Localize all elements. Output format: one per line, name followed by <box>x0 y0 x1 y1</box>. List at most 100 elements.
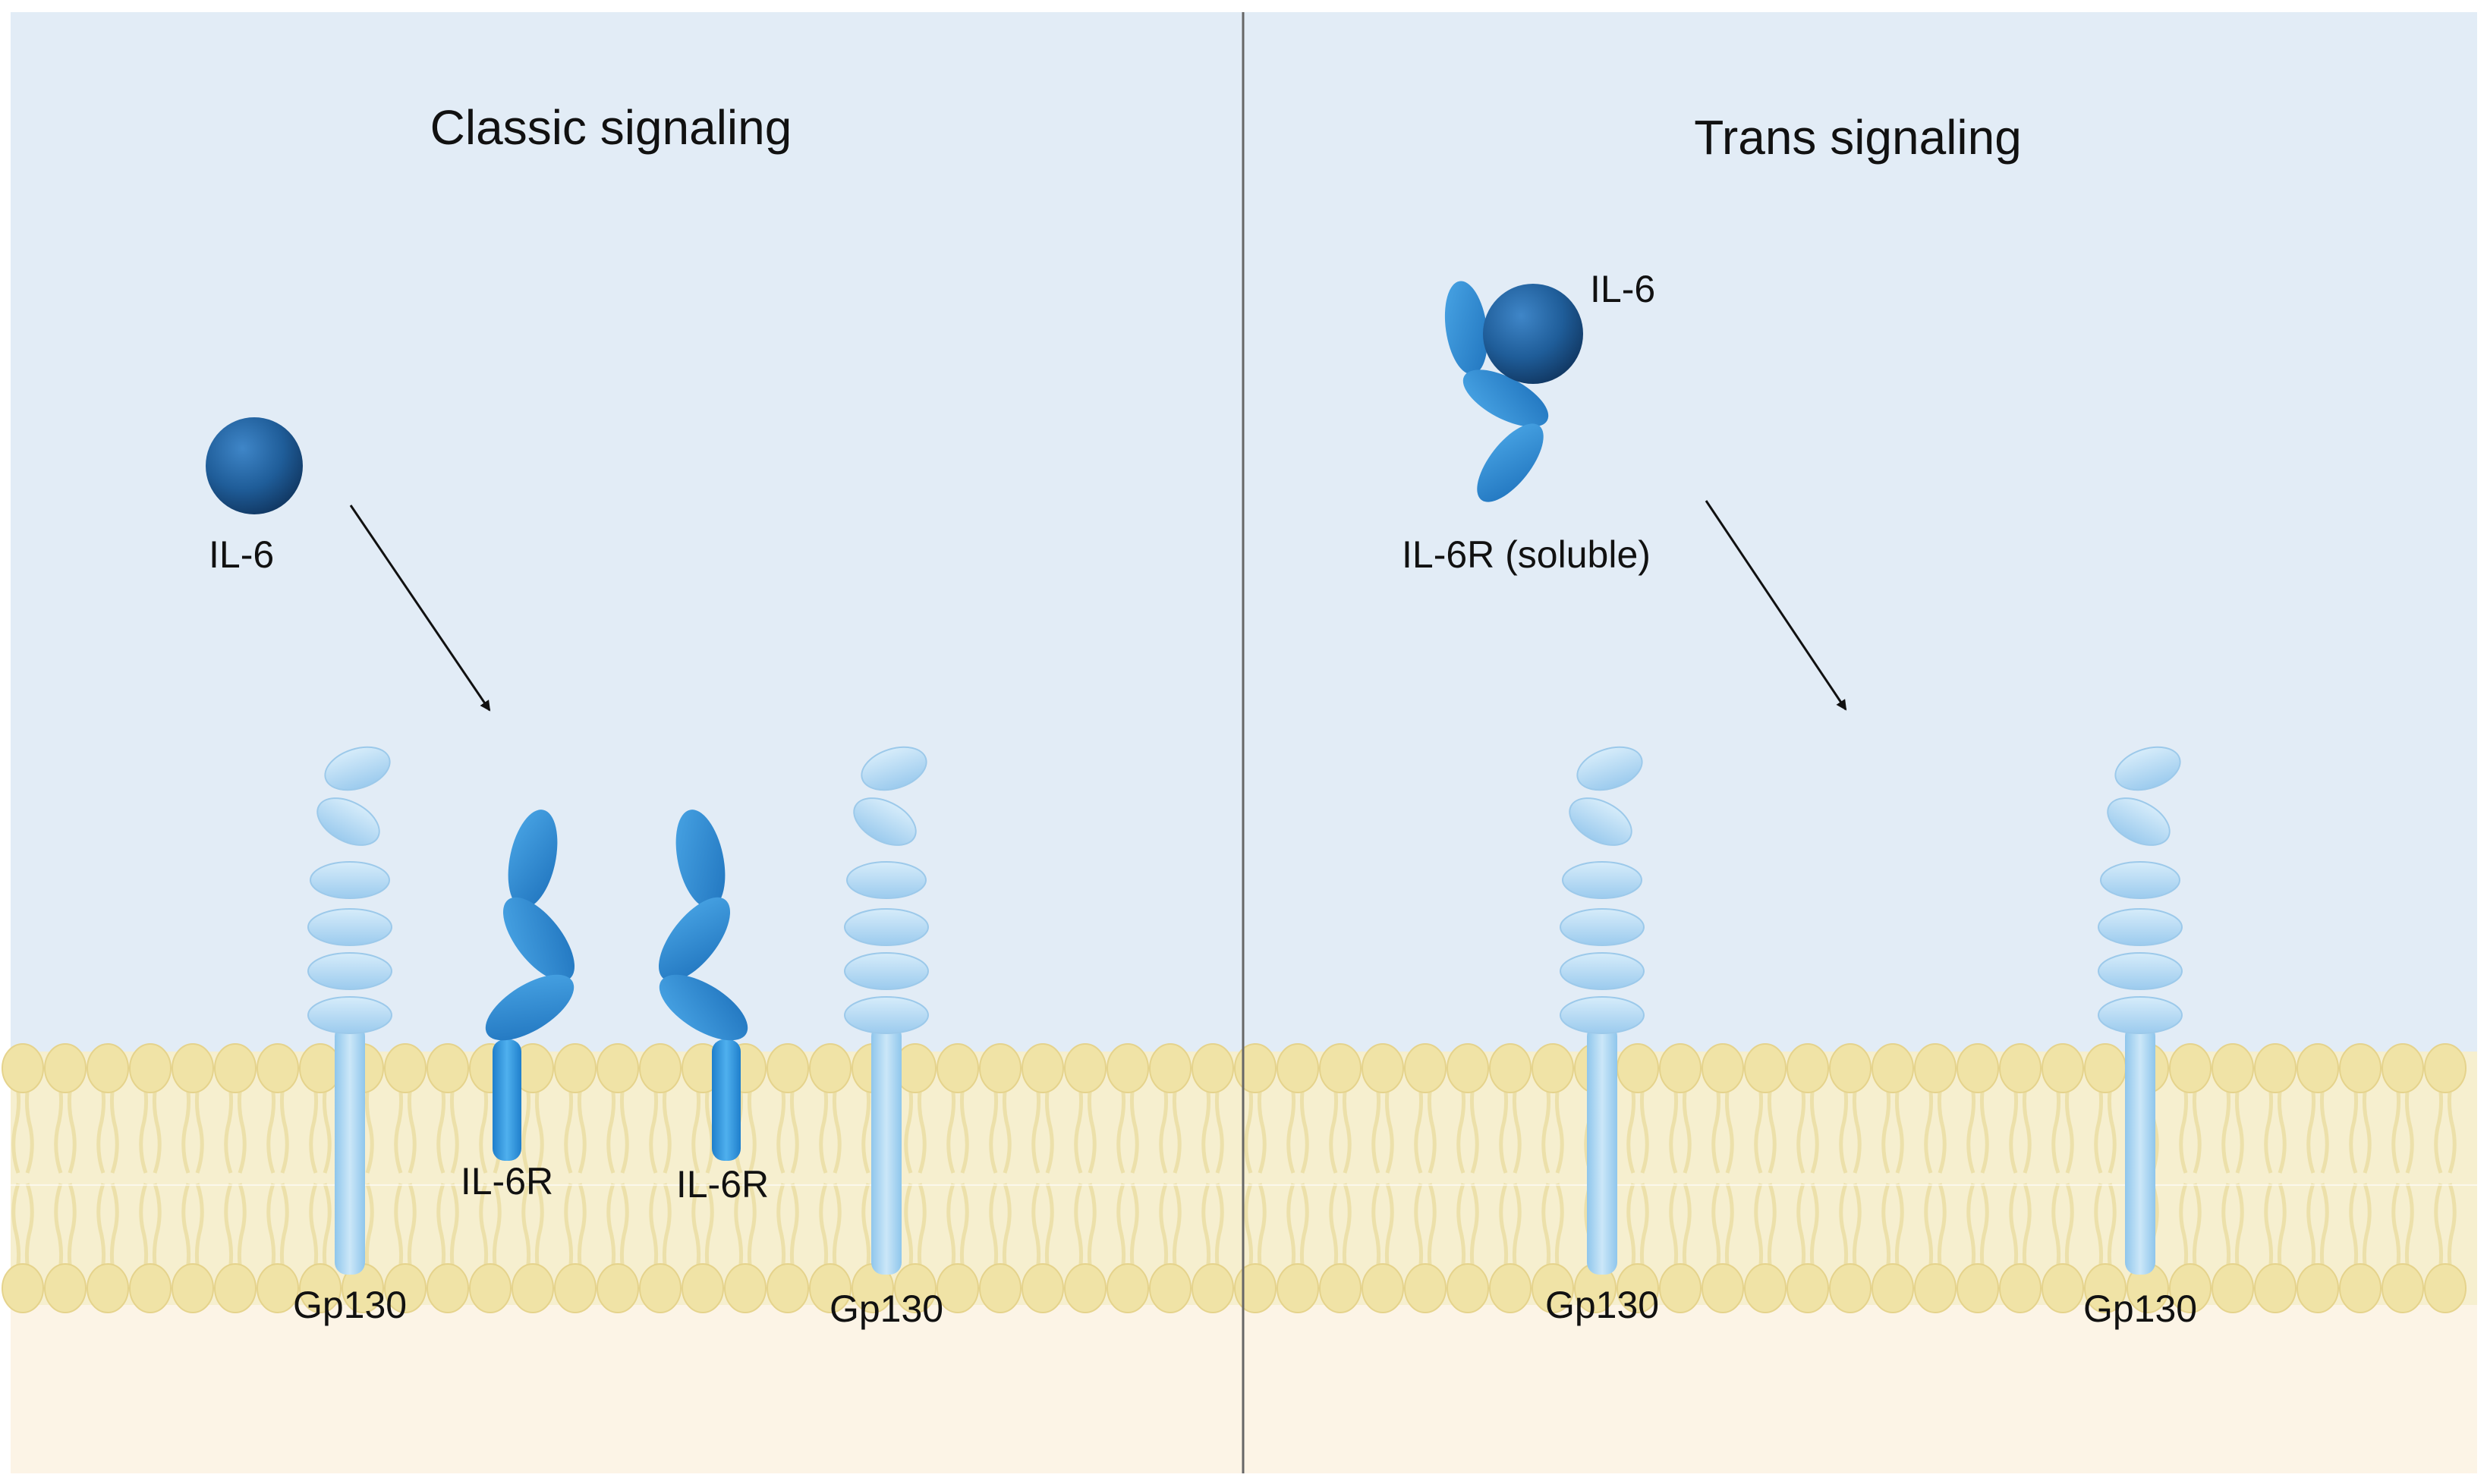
lipid-head <box>682 1263 724 1313</box>
gp130-receptor <box>2098 746 2183 1275</box>
lipid-head <box>1234 1263 1277 1313</box>
lipid-head <box>554 1263 597 1313</box>
lipid-head <box>1999 1043 2042 1093</box>
lipid-head <box>1872 1263 1914 1313</box>
gp130-receptors <box>307 746 2183 1275</box>
lipid-head <box>1914 1043 1957 1093</box>
gp130-domain <box>2098 996 2183 1034</box>
lipid-tails <box>1626 1081 1649 1275</box>
gp130-domain <box>2098 952 2183 990</box>
lipid-head <box>1787 1263 1829 1313</box>
lipid-tails <box>1329 1081 1352 1275</box>
gp130-domain <box>844 908 929 946</box>
lipid-tails <box>54 1081 77 1275</box>
gp130-label: Gp130 <box>1545 1284 1659 1326</box>
lipid-head <box>1234 1043 1277 1093</box>
lipid-head <box>2169 1263 2212 1313</box>
lipid-head <box>1744 1263 1787 1313</box>
lipid-head <box>1277 1263 1319 1313</box>
lipid-head <box>937 1263 979 1313</box>
gp130-domain <box>861 746 927 791</box>
lipid-head <box>1957 1263 1999 1313</box>
gp130-domain <box>2100 861 2180 899</box>
gp130-domain <box>1562 861 1642 899</box>
lipid-head <box>809 1043 852 1093</box>
lipid-head <box>2254 1043 2297 1093</box>
gp130-domain <box>1576 746 1643 791</box>
trans-arrow <box>1705 500 1847 711</box>
lipid-head <box>172 1263 214 1313</box>
lipid-head <box>1447 1043 1489 1093</box>
lipid-tails <box>1966 1081 1989 1275</box>
lipid-head <box>129 1263 172 1313</box>
lipid-tails <box>1116 1081 1139 1275</box>
lipid-head <box>639 1043 682 1093</box>
lipid-head <box>767 1263 809 1313</box>
lipid-head <box>2339 1263 2382 1313</box>
lipid-tails <box>266 1081 289 1275</box>
lipid-head <box>384 1263 427 1313</box>
lipid-tails <box>224 1081 247 1275</box>
lipid-tails <box>1031 1081 1054 1275</box>
il6r-receptor <box>658 810 748 1161</box>
lipid-head <box>937 1043 979 1093</box>
lipid-tails <box>1839 1081 1862 1275</box>
il6r-receptor <box>485 810 575 1161</box>
lipid-head <box>639 1263 682 1313</box>
lipid-head <box>1957 1043 1999 1093</box>
il6-label: IL-6 <box>1590 268 1655 310</box>
lipid-tails <box>11 1081 34 1275</box>
gp130-domain <box>307 952 392 990</box>
lipid-head <box>1107 1263 1149 1313</box>
lipid-head <box>1319 1263 1362 1313</box>
lipid-tails <box>1371 1081 1394 1275</box>
lipid-head <box>1532 1263 1574 1313</box>
lipid-tails <box>1074 1081 1097 1275</box>
lipid-head <box>979 1263 1022 1313</box>
lipid-head <box>1064 1263 1107 1313</box>
lipid-head <box>257 1043 299 1093</box>
lipid-tails <box>1669 1081 1692 1275</box>
lipid-tails <box>2264 1081 2287 1275</box>
lipid-tails <box>2051 1081 2074 1275</box>
lipid-head <box>1362 1263 1404 1313</box>
il6r-domain <box>485 974 575 1041</box>
lipid-tails <box>1541 1081 1564 1275</box>
lipid-head <box>1617 1043 1659 1093</box>
lipid-head <box>384 1043 427 1093</box>
lipid-head <box>2212 1043 2254 1093</box>
lipid-head <box>1744 1043 1787 1093</box>
lipid-head <box>1914 1263 1957 1313</box>
lipid-tails <box>1754 1081 1777 1275</box>
lipid-head <box>2382 1043 2424 1093</box>
lipid-head <box>469 1263 512 1313</box>
lipid-head <box>2 1043 44 1093</box>
lipid-tails <box>1499 1081 1522 1275</box>
lipid-head <box>2042 1043 2084 1093</box>
il6-molecule <box>1483 284 1583 384</box>
gp130-domain <box>310 861 390 899</box>
lipid-tails <box>1456 1081 1479 1275</box>
lipid-head <box>1064 1043 1107 1093</box>
lipid-head <box>1149 1043 1192 1093</box>
lipid-tails <box>2221 1081 2244 1275</box>
gp130-domain <box>1569 797 1632 846</box>
lipid-head <box>1192 1263 1234 1313</box>
il6r-domain <box>659 974 748 1041</box>
lipid-head <box>1659 1043 1702 1093</box>
lipid-head <box>894 1263 937 1313</box>
lipid-tails <box>2094 1081 2117 1275</box>
lipid-head <box>597 1043 639 1093</box>
lipid-head <box>767 1043 809 1093</box>
lipid-head <box>2339 1043 2382 1093</box>
il6r-domain <box>658 897 731 982</box>
gp130-transmembrane-stalk <box>335 1024 365 1275</box>
lipid-head <box>2042 1263 2084 1313</box>
lipid-head <box>1022 1043 1064 1093</box>
gp130-domain <box>2114 746 2181 791</box>
gp130-domain <box>1560 952 1645 990</box>
lipid-tails <box>1286 1081 1309 1275</box>
lipid-tails <box>394 1081 417 1275</box>
lipid-head <box>1489 1043 1532 1093</box>
